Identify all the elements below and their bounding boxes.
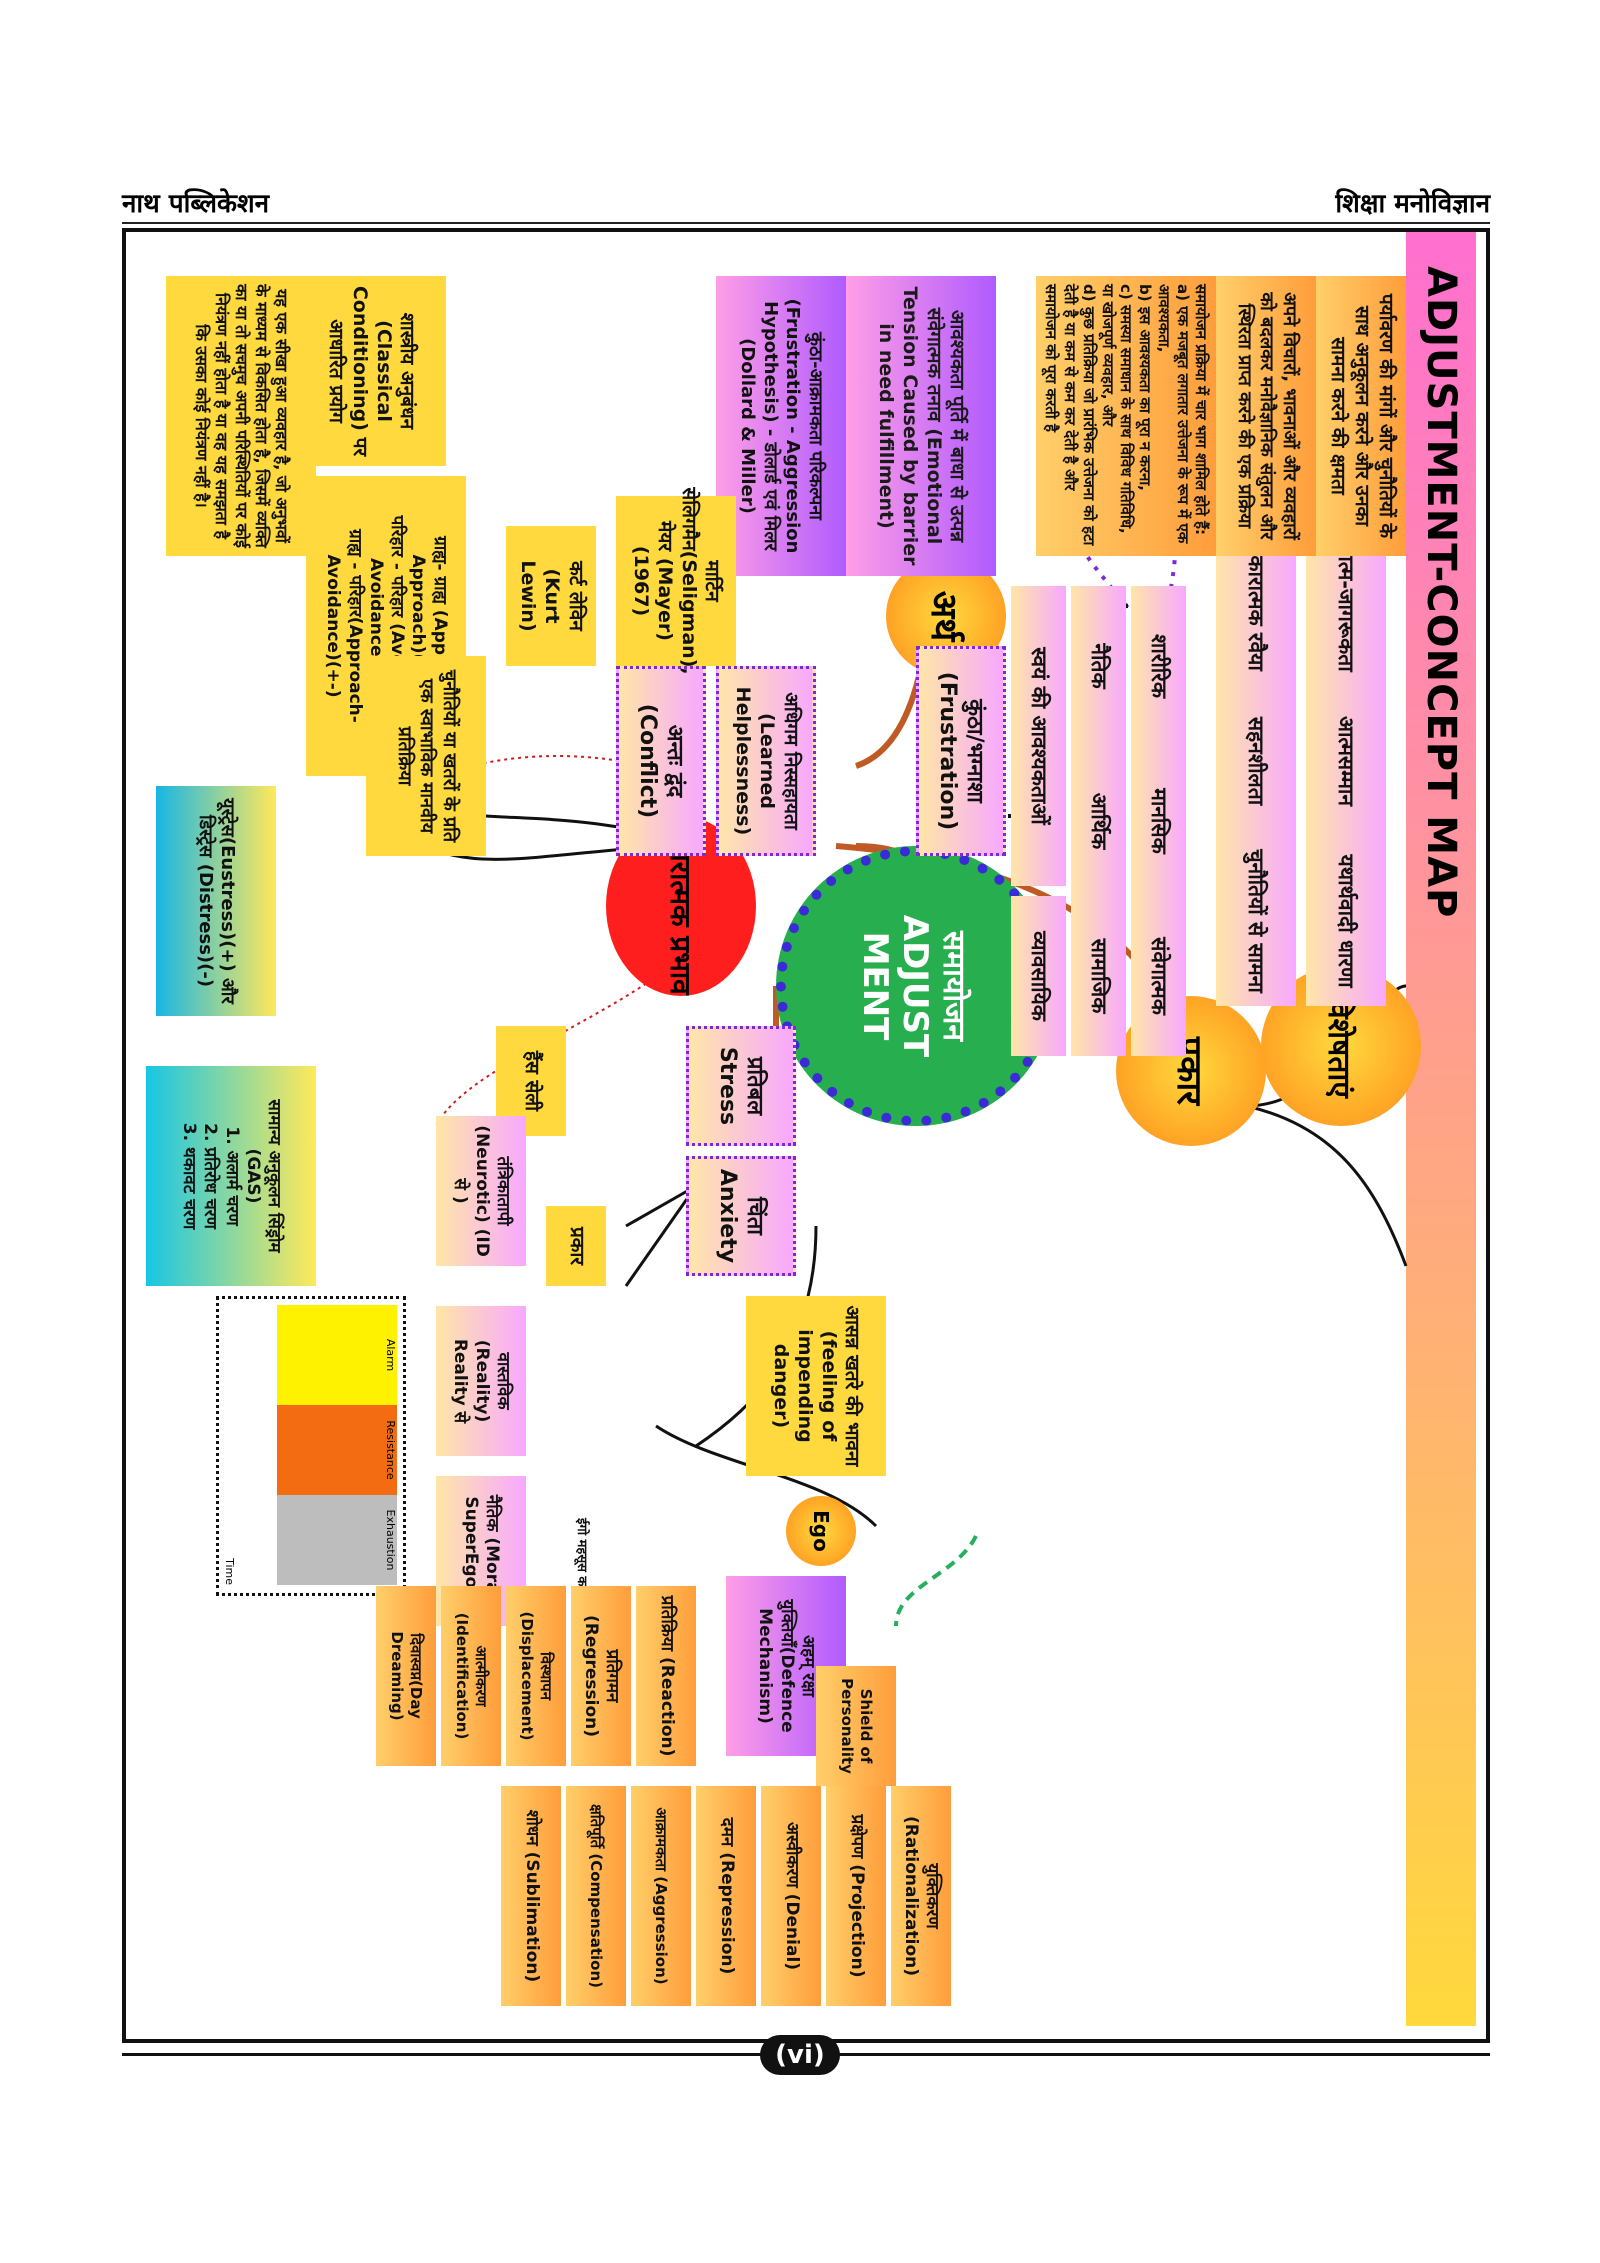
feature-self-esteem: आत्मसम्मान: [1306, 686, 1386, 836]
mechanism-projection: प्रक्षेपण (Projection): [826, 1786, 886, 2006]
gas-exhaustion: 3. थकावट चरण: [179, 1122, 200, 1230]
mechanism-identification: आत्मीकरण (Identification): [441, 1586, 501, 1766]
anxiety-node: चिंता Anxiety: [686, 1156, 796, 1276]
concept-map-canvas: ADJUSTMENT-CONCEPT MAP: [126, 232, 1476, 2026]
page-header: नाथ पब्लिकेशन शिक्षा मनोविज्ञान: [122, 178, 1490, 224]
mechanism-aggression: आक्रामकता (Aggression): [631, 1786, 691, 2006]
anxiety-types-node: प्रकार: [546, 1206, 606, 1286]
gas-graph-label-exhaustion: Exhaustion: [384, 1509, 397, 1571]
gas-alarm: 1. अलार्म चरण: [221, 1126, 242, 1226]
gas-phase-resistance: Resistance: [277, 1405, 397, 1495]
mechanism-denial: अस्वीकरण (Denial): [761, 1786, 821, 2006]
seligman-mayer: मार्टिन सेलिगमैन(Seligman), मेयर (Mayer)…: [616, 487, 736, 675]
gas-graph-label-time: Time: [223, 1558, 236, 1585]
ego-node: Ego: [786, 1496, 856, 1566]
stress-node: प्रतिबल Stress: [686, 1026, 796, 1146]
learned-helplessness-node: अधिगम निस्सहायता (Learned Helplessness): [716, 666, 816, 856]
type-vocational: व्यावसायिक: [1011, 896, 1066, 1056]
process-step-a: a) एक मजबूत लगातार उत्तेजना के रूप में ए…: [1154, 284, 1192, 544]
type-economic: आर्थिक: [1071, 746, 1126, 896]
frustration-node: कुंठा/भग्नाशा (Frustration): [916, 646, 1006, 856]
natural-response: चुनौतियों या खतरों के प्रति एक स्वाभाविक…: [366, 656, 486, 856]
adjustment-hindi: समायोजन: [936, 930, 972, 1042]
type-mental: मानसिक: [1131, 746, 1186, 896]
type-own-needs: स्वयं की आवश्यकताओं: [1011, 586, 1066, 886]
impending-danger: आसन्न खतरे की भावना (feeling of impendin…: [746, 1296, 886, 1476]
process-step-b: b) इस आवश्यकता का पूरा न करना,: [1136, 284, 1155, 491]
subject-name: शिक्षा मनोविज्ञान: [1335, 189, 1490, 219]
eustress-distress: यूस्ट्रेस(Eustress)(+) और डिस्ट्रेस (Dis…: [156, 786, 276, 1016]
mechanism-displacement: विस्थापन (Displacement): [506, 1586, 566, 1766]
feature-tolerance: सहनशीलता: [1216, 686, 1296, 836]
page-number: (vi): [760, 2035, 840, 2075]
publisher-name: नाथ पब्लिकेशन: [122, 189, 270, 219]
type-moral: नैतिक: [1071, 586, 1126, 746]
learned-helplessness-definition: यह एक सीखा हुआ व्यवहार है, जो अनुभवों के…: [166, 276, 316, 556]
conflict-approach-avoidance: ग्राह्य - परिहार(Approach-Avoidance)(+-): [323, 529, 365, 723]
process-step-d: d) कुछ प्रतिक्रिया जो प्रारंभिक उत्तेजना…: [1042, 284, 1098, 546]
gas-phase-alarm: Alarm: [277, 1305, 397, 1405]
process-step-c: c) समस्या समाधान के साथ विविध गतिविधि, य…: [1098, 284, 1136, 534]
mechanism-reaction: प्रतिक्रिया (Reaction): [636, 1586, 696, 1766]
process-intro: समायोजन प्रक्रिया में चार भाग शामिल होते…: [1192, 284, 1211, 535]
reality-anxiety: वास्तविक (Reality) Reality से: [436, 1306, 526, 1456]
gas-graph-label-alarm: Alarm: [384, 1338, 397, 1372]
meaning-process: अपने विचारों, भावनाओं और व्यवहारों को बद…: [1216, 276, 1316, 556]
header-rule: [122, 222, 1490, 224]
mechanism-repression: दमन (Repression): [696, 1786, 756, 2006]
frustration-definition: आवश्यकता पूर्ति में बाधा से उत्पन्न संवे…: [846, 276, 996, 576]
feature-facing-challenges: चुनौतियों से सामना: [1216, 836, 1296, 1006]
type-physical: शारीरिक: [1131, 586, 1186, 746]
kurt-lewin: कर्ट लेविन (Kurt Lewin): [506, 526, 596, 666]
shield-of-personality: Shield of Personality: [816, 1666, 896, 1786]
mechanism-day-dreaming: दिवास्वप्न(Day Dreaming): [376, 1586, 436, 1766]
mechanism-sublimation: शोधन (Sublimation): [501, 1786, 561, 2006]
adjustment-process-steps: समायोजन प्रक्रिया में चार भाग शामिल होते…: [1036, 276, 1216, 556]
classical-conditioning: शास्त्रीय अनुबंधन (Classical Conditionin…: [296, 276, 446, 466]
conflict-node: अन्तः द्वंद (Conflict): [616, 666, 706, 856]
mechanism-regression: प्रतिगमन (Regression): [571, 1586, 631, 1766]
type-social: सामाजिक: [1071, 896, 1126, 1056]
neurotic-anxiety: तंत्रिकातापी (Neurotic) (ID से ): [436, 1116, 526, 1266]
gas-graph: Alarm Resistance Exhaustion Time: [216, 1296, 406, 1596]
mechanism-compensation: क्षतिपूर्ति (Compensation): [566, 1786, 626, 2006]
gas-syndrome: सामान्य अनुकूलन सिंड्रोम (GAS) 1. अलार्म…: [146, 1066, 316, 1286]
gas-resistance: 2. प्रतिरोध चरण: [200, 1123, 221, 1229]
gas-phase-exhaustion: Exhaustion: [277, 1495, 397, 1585]
concept-map-frame: ADJUSTMENT-CONCEPT MAP: [122, 228, 1490, 2043]
gas-title: सामान्य अनुकूलन सिंड्रोम (GAS): [242, 1099, 285, 1253]
gas-graph-label-resistance: Resistance: [384, 1420, 397, 1480]
mechanism-rationalization: युक्तिकरण (Rationalization): [891, 1786, 951, 2006]
feature-realistic-perception: यथार्थवादी धारणा: [1306, 836, 1386, 1006]
type-emotional: संवेगात्मक: [1131, 896, 1186, 1056]
adjustment-english: ADJUST MENT: [855, 914, 936, 1058]
meaning-ability: पर्यावरण की मांगों और चुनौतियों के साथ अ…: [1316, 276, 1406, 556]
